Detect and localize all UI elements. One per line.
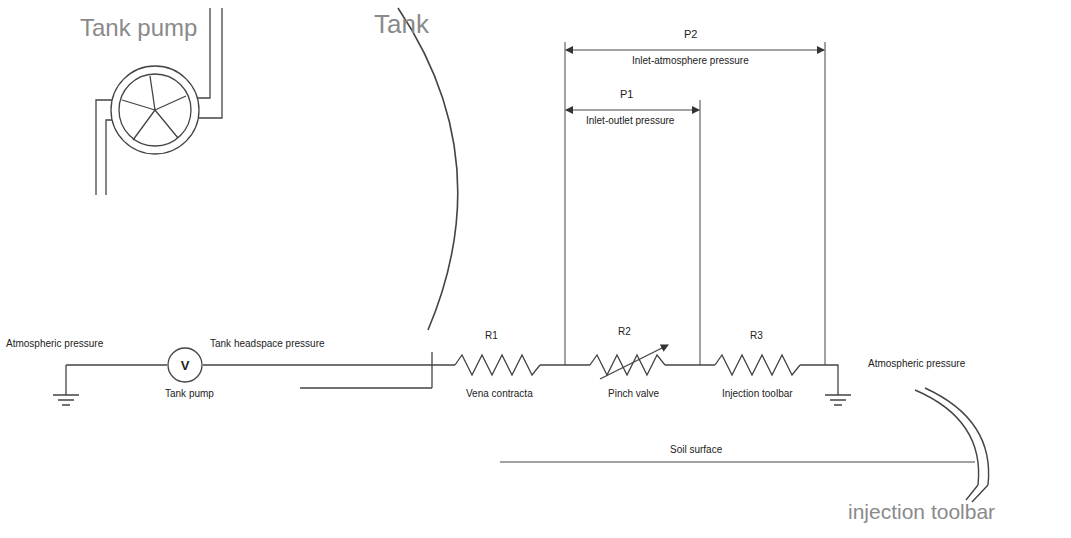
component-desc: Injection toolbar	[720, 388, 795, 400]
pressure-name: P2	[682, 28, 699, 41]
resistor-symbol	[455, 355, 540, 375]
node-label: Tank headspace pressure	[208, 338, 327, 350]
heading-label: Tank pump	[78, 14, 199, 42]
ground-symbol	[53, 365, 79, 405]
toolbar-tip	[966, 485, 988, 502]
dimension-line	[566, 50, 824, 51]
component-desc: Pinch valve	[606, 388, 661, 400]
surface-label: Soil surface	[668, 444, 724, 456]
pump-inlet-pipe	[96, 100, 112, 195]
source-symbol: V	[167, 358, 203, 373]
wire	[66, 364, 455, 365]
dimension-line	[566, 110, 699, 111]
pressure-desc: Inlet-outlet pressure	[584, 115, 676, 127]
node-label: Atmospheric pressure	[866, 358, 967, 370]
toolbar-shank	[915, 388, 989, 485]
wire	[665, 364, 715, 365]
heading-label: injection toolbar	[846, 500, 997, 524]
measurement-line	[565, 42, 825, 365]
component-name: R1	[483, 330, 500, 342]
component-name: Tank pump	[163, 388, 216, 400]
tank-wall	[398, 8, 458, 330]
node-label: Atmospheric pressure	[4, 338, 105, 350]
heading-label: Tank	[372, 10, 431, 40]
tank-outlet	[300, 352, 432, 388]
resistor-symbol	[715, 355, 800, 375]
component-name: R3	[748, 330, 765, 342]
soil-line	[500, 462, 975, 463]
ground-symbol	[800, 365, 851, 405]
pump-housing	[111, 66, 199, 154]
pump-vanes	[122, 76, 186, 140]
component-name: R2	[616, 326, 633, 338]
pump-source-circle: V	[167, 347, 203, 383]
variable-arrow	[600, 345, 668, 379]
pressure-name: P1	[618, 88, 635, 101]
pump-outlet-pipe	[198, 8, 222, 118]
pump-rotor	[119, 74, 191, 146]
pressure-desc: Inlet-atmosphere pressure	[630, 55, 751, 67]
component-desc: Vena contracta	[464, 388, 535, 400]
